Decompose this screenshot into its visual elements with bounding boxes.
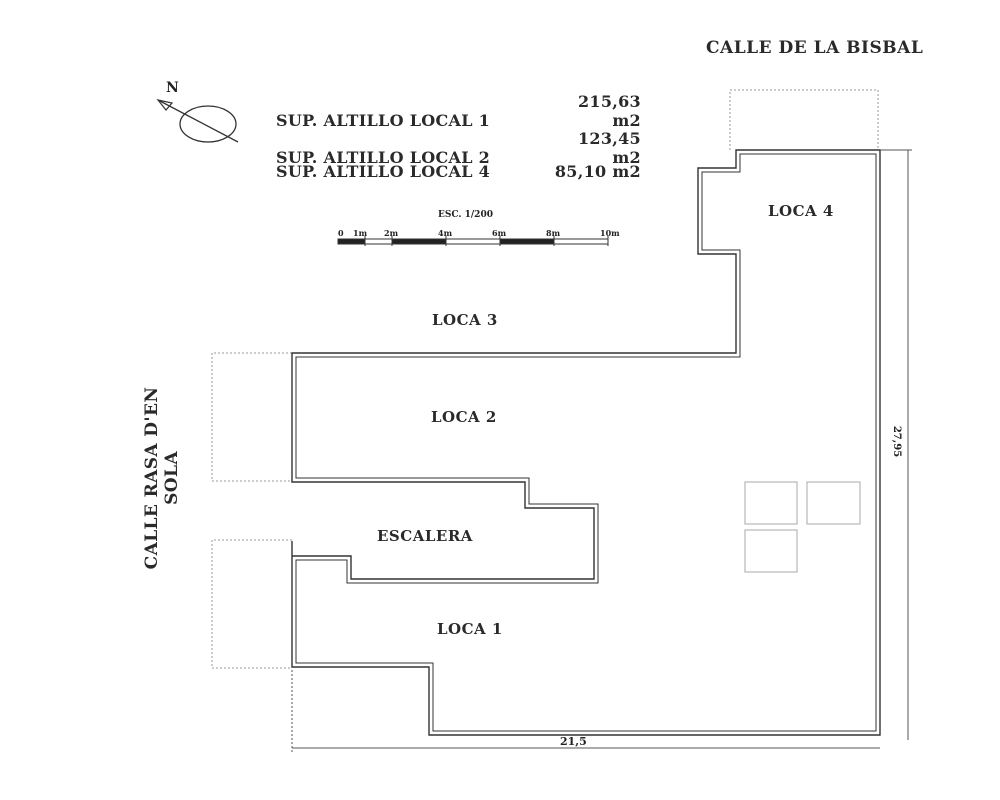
dimension-line-width [291, 670, 880, 752]
building-outline [291, 149, 881, 736]
scale-tick: 0 [338, 228, 344, 238]
area-row-local-4: SUP. ALTILLO LOCAL 4 85,10 m2 [276, 162, 641, 181]
area-row-local-2: SUP. ALTILLO LOCAL 2 123,45 m2 [276, 129, 641, 167]
dimension-width: 21,5 [560, 735, 587, 748]
dimension-line-height [880, 149, 912, 740]
area-value: 123,45 m2 [577, 129, 641, 167]
scale-tick: 4m [438, 228, 453, 238]
room-label-loca-2: LOCA 2 [431, 408, 497, 426]
room-label-loca-4: LOCA 4 [768, 202, 834, 220]
area-value: 215,63 m2 [577, 92, 641, 130]
scale-tick: 8m [546, 228, 561, 238]
area-row-local-1: SUP. ALTILLO LOCAL 1 215,63 m2 [276, 92, 641, 130]
area-label: SUP. ALTILLO LOCAL 4 [276, 162, 491, 181]
adjacent-outlines [211, 89, 879, 669]
scale-tick: 6m [492, 228, 507, 238]
area-label: SUP. ALTILLO LOCAL 2 [276, 148, 491, 167]
scale-title: ESC. 1/200 [438, 210, 493, 220]
area-value: 85,10 m2 [554, 162, 641, 181]
room-label-escalera: ESCALERA [377, 527, 473, 545]
room-label-loca-1: LOCA 1 [437, 620, 503, 638]
room-label-loca-3: LOCA 3 [432, 311, 498, 329]
scale-tick: 1m [353, 228, 368, 238]
street-name-top: CALLE DE LA BISBAL [706, 38, 924, 58]
building-outline-inner [295, 153, 877, 732]
area-label: SUP. ALTILLO LOCAL 1 [276, 111, 491, 130]
skylights [744, 481, 861, 573]
scale-tick: 10m [600, 228, 620, 238]
scale-tick: 2m [384, 228, 399, 238]
compass-icon [156, 99, 239, 143]
north-label: N [166, 80, 179, 96]
scale-bar [337, 236, 609, 246]
